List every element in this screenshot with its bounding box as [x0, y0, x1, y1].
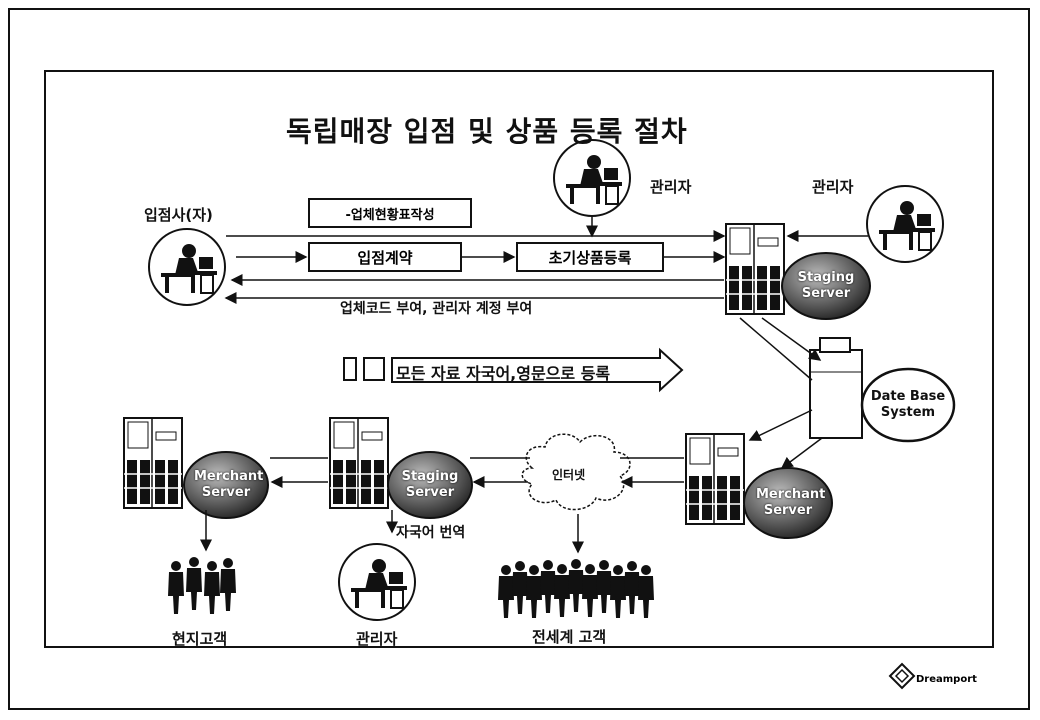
- database-icon: [809, 337, 863, 439]
- admin-top-label: 관리자: [650, 178, 692, 196]
- translate-label: 자국어 번역: [396, 525, 466, 541]
- local-customers-icon: [168, 557, 236, 614]
- dreamport-logo-icon: [888, 662, 916, 690]
- admin-top-person-icon: [553, 139, 631, 217]
- database-oval: [860, 367, 956, 443]
- step-doc-box: -업체현황표작성: [308, 198, 472, 228]
- merchant-left-oval: [183, 451, 269, 519]
- staging-server-bottom-icon: [329, 417, 389, 509]
- merchant-server-right-icon: [685, 433, 745, 525]
- diagram-panel: [44, 70, 994, 648]
- global-customers-label: 전세계 고객: [532, 628, 607, 646]
- vendor-person-icon: [148, 228, 226, 306]
- banner-box-2: [363, 357, 385, 381]
- admin-bottom-label: 관리자: [356, 630, 398, 648]
- admin-right-label: 관리자: [812, 178, 854, 196]
- staging-server-top-label: Staging Server: [797, 270, 855, 301]
- internet-label: 인터넷: [552, 468, 586, 482]
- admin-bottom-person-icon: [338, 543, 416, 621]
- admin-right-person-icon: [866, 185, 944, 263]
- staging-server-bottom-label: Staging Server: [401, 469, 459, 500]
- database-label: Date Base System: [870, 389, 946, 420]
- banner-arrow: [391, 347, 684, 393]
- local-customers-label: 현지고객: [172, 630, 228, 648]
- global-customers-icon: [498, 559, 654, 618]
- vendor-label: 입점사(자): [144, 206, 213, 224]
- banner-text: 모든 자료 자국어,영문으로 등록: [396, 364, 611, 383]
- merchant-server-left-icon: [123, 417, 183, 509]
- flow-arrows: [200, 216, 868, 554]
- banner-box-1: [343, 357, 357, 381]
- staging-top-oval: [781, 252, 871, 320]
- merchant-server-right-label: Merchant Server: [756, 487, 826, 518]
- dreamport-logo: Dreamport: [884, 660, 1004, 692]
- slide-frame: [8, 8, 1030, 710]
- merchant-server-left-label: Merchant Server: [194, 469, 264, 500]
- internet-cloud-icon: [521, 433, 631, 511]
- brand-name: Dreamport: [916, 674, 977, 685]
- return-message: 업체코드 부여, 관리자 계정 부여: [340, 301, 533, 317]
- page-title: 독립매장 입점 및 상품 등록 절차: [286, 115, 688, 148]
- staging-server-top-icon: [725, 223, 785, 315]
- staging-bottom-oval: [387, 451, 473, 519]
- step-register-box: 초기상품등록: [516, 242, 664, 272]
- step-contract-box: 입점계약: [308, 242, 462, 272]
